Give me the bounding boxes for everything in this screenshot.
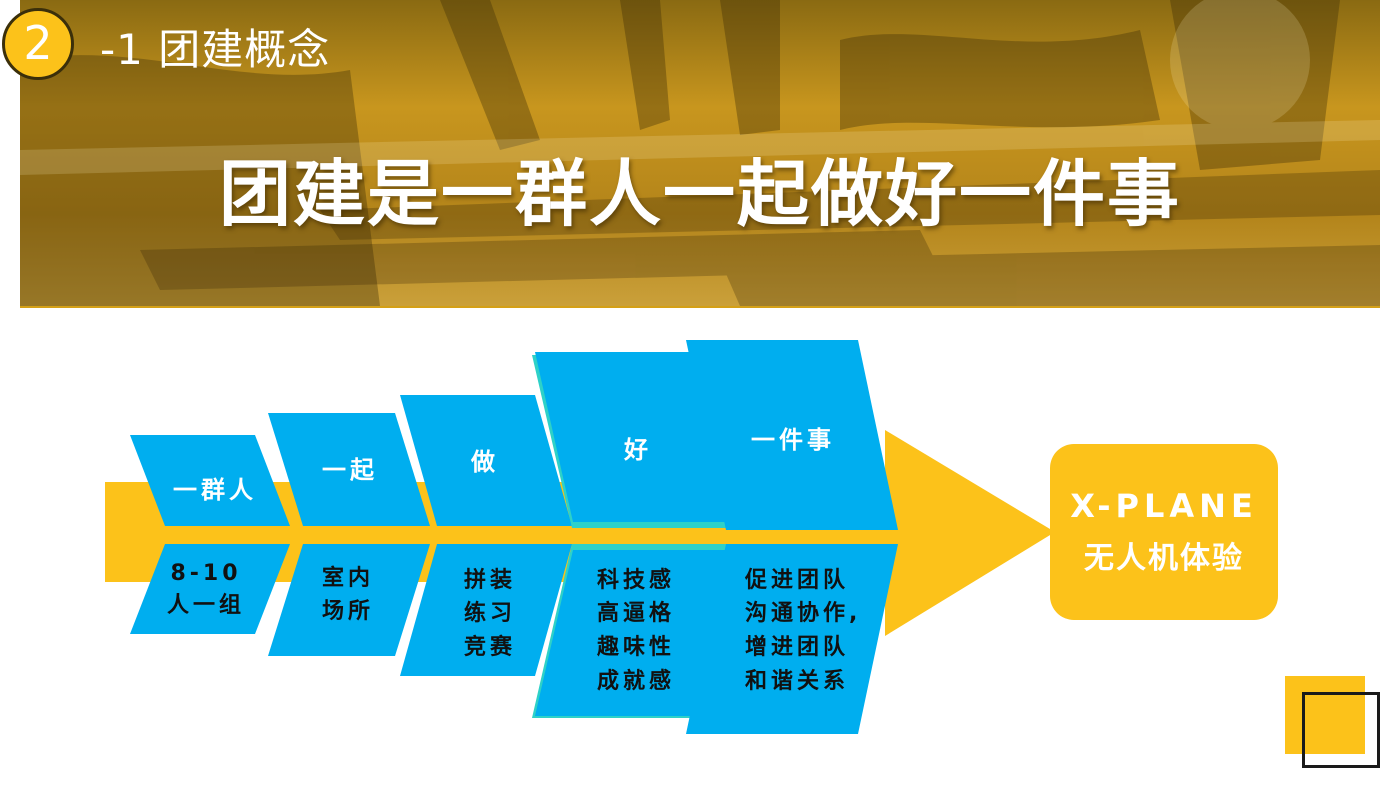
column-4-top-cell (535, 352, 730, 522)
column-5-bottom-cell (686, 544, 898, 734)
column-3-bottom-line-1: 拼装 (464, 567, 516, 593)
column-2-bottom-line-1: 室内 (322, 565, 374, 591)
column-5-top-label: 一件事 (751, 426, 835, 454)
decorative-yellow-square (1285, 676, 1365, 754)
column-1-bottom-cell (130, 544, 290, 634)
column-4-bottom-line-3: 趣味性 (596, 634, 675, 660)
column-2-top-label: 一起 (322, 456, 378, 484)
column-5-top-cell (686, 340, 898, 530)
header-banner (20, 0, 1380, 308)
result-title: X-PLANE (1070, 487, 1258, 525)
column-3-bottom-cell (400, 544, 572, 676)
column-3-bottom-line-2: 练习 (464, 600, 516, 626)
headline: 团建是一群人一起做好一件事 (218, 152, 1181, 236)
column-1-top-label: 一群人 (173, 476, 257, 504)
column-4-top-label: 好 (623, 436, 652, 464)
result-subtitle: 无人机体验 (1084, 541, 1244, 576)
column-1-bottom-line-2: 人一组 (167, 592, 245, 618)
column-4-bottom-cell (535, 550, 730, 716)
column-3-top-cell (400, 395, 572, 526)
column-4-bottom-line-4: 成就感 (597, 668, 675, 694)
column-2-top-cell (268, 413, 430, 526)
column-4-bottom-line-2: 高逼格 (597, 600, 675, 626)
column-1-bottom-line-1: 8-10 (170, 561, 241, 586)
section-number-badge: 2 (2, 8, 74, 80)
column-1-top-cell (130, 435, 290, 526)
column-3-top-label: 做 (470, 448, 499, 476)
column-2-bottom-line-2: 场所 (322, 599, 374, 624)
column-5-bottom-line-3: 增进团队 (745, 634, 849, 660)
section-title: -1 团建概念 (100, 25, 331, 74)
column-4-bottom-line-1: 科技感 (597, 567, 675, 593)
column-2-bottom-cell (268, 544, 430, 656)
decorative-outline-square (1302, 692, 1380, 768)
column-5-bottom-line-1: 促进团队 (744, 568, 849, 593)
column-5-bottom-line-2: 沟通协作, (745, 600, 861, 626)
banner-photo (20, 0, 1380, 306)
column-3-bottom-line-3: 竞赛 (464, 634, 516, 660)
column-5-bottom-line-4: 和谐关系 (745, 669, 849, 694)
arrow-head (885, 430, 1055, 636)
result-box: X-PLANE 无人机体验 (1050, 444, 1278, 620)
